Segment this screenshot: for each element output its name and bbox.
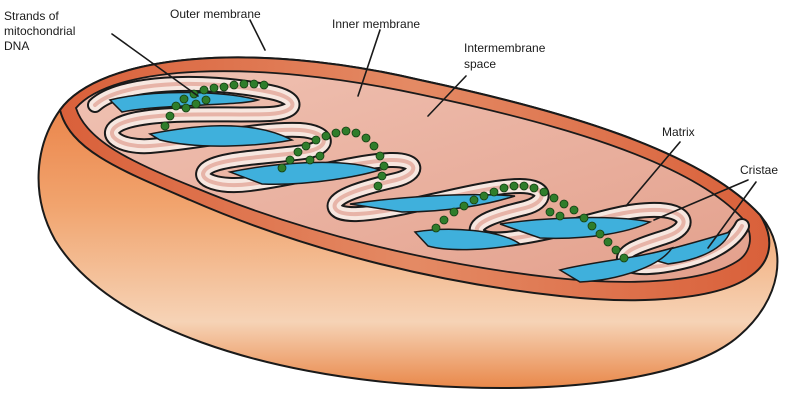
dna-label: Strands of mitochondrial DNA [4,9,79,53]
outer-membrane-label: Outer membrane [170,7,261,21]
intermembrane-space-label: Intermembrane space [464,41,549,71]
cristae-label: Cristae [740,163,778,177]
matrix-label: Matrix [662,125,695,139]
inner-membrane-label: Inner membrane [332,17,420,31]
outer-membrane-leader-line [250,20,265,50]
